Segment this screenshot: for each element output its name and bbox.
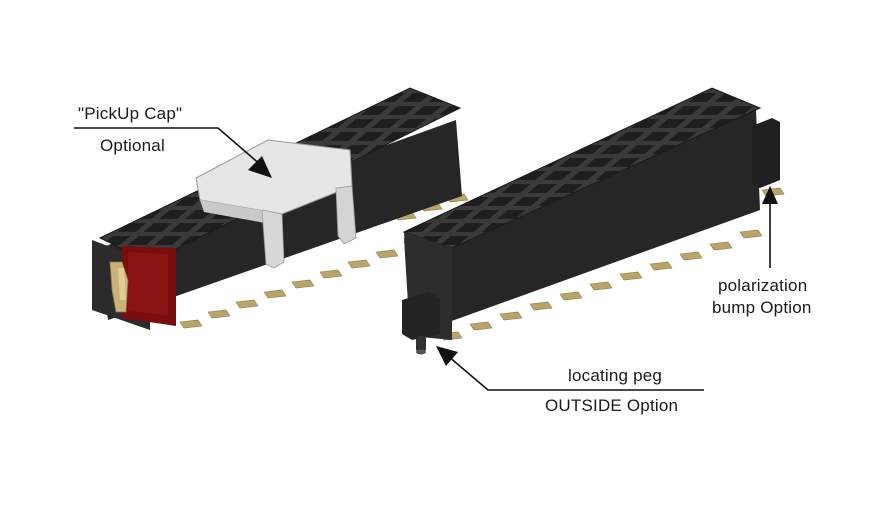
arrow-icon bbox=[248, 156, 272, 178]
locating-peg-option-label: OUTSIDE Option bbox=[545, 396, 679, 415]
polarization-label: polarization bbox=[718, 276, 808, 295]
pickup-cap-leader bbox=[74, 127, 263, 167]
arrow-icon bbox=[762, 186, 778, 204]
locating-peg-label: locating peg bbox=[568, 366, 663, 385]
polarization-option-label: bump Option bbox=[712, 298, 812, 317]
arrow-icon bbox=[436, 346, 458, 366]
pickup-cap bbox=[195, 139, 357, 269]
right-connector bbox=[402, 87, 785, 355]
left-connector-contact bbox=[109, 261, 129, 313]
locating-peg-leader bbox=[447, 355, 704, 391]
locating-peg bbox=[402, 292, 440, 355]
pickup-cap-label: "PickUp Cap" bbox=[78, 104, 183, 123]
pickup-cap-optional-label: Optional bbox=[100, 136, 165, 155]
